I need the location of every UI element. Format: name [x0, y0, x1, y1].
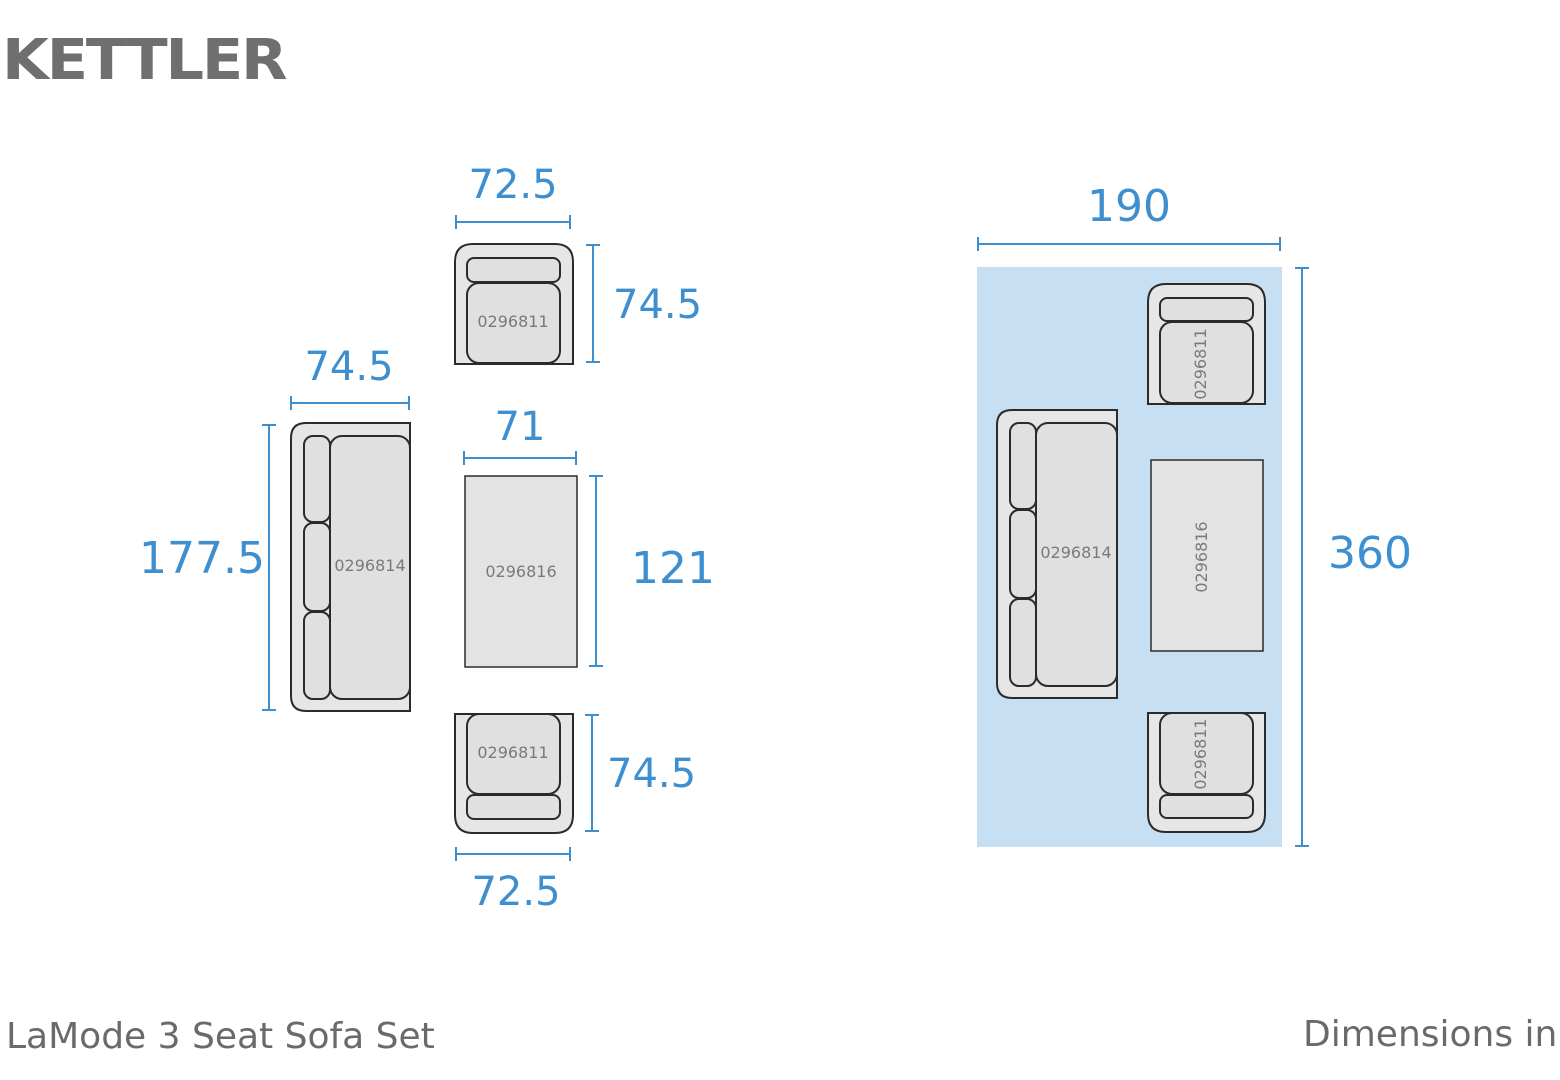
table-length: 121 [631, 543, 715, 594]
sofa-width-dimension: 74.5 [290, 344, 410, 410]
chair-top-depth: 74.5 [613, 282, 702, 328]
sofa-code: 0296814 [334, 556, 405, 575]
chair-bottom-width-dimension: 72.5 [455, 847, 571, 915]
chair-top-code: 0296811 [477, 312, 548, 331]
total-width-dimension: 190 [977, 181, 1281, 251]
layout-chair-bottom-code: 0296811 [1191, 718, 1210, 789]
chair-top-width-dimension: 72.5 [455, 162, 571, 229]
chair-bottom-width: 72.5 [471, 869, 560, 915]
chair-bottom-depth-dimension: 74.5 [585, 714, 696, 832]
layout-coffee-table: 0296816 [1150, 459, 1264, 652]
table-code: 0296816 [485, 562, 556, 581]
layout-sofa: 0296814 [996, 409, 1118, 699]
sofa-length: 177.5 [139, 533, 265, 584]
layout-table-code: 0296816 [1192, 521, 1211, 592]
total-length-dimension: 360 [1295, 267, 1412, 847]
sofa-width: 74.5 [304, 344, 393, 390]
table-length-dimension: 121 [589, 475, 715, 667]
chair-top-depth-dimension: 74.5 [586, 244, 702, 363]
chair-bottom-code: 0296811 [477, 743, 548, 762]
total-width: 190 [1087, 181, 1171, 232]
chair-top: 0296811 [454, 243, 574, 365]
chair-bottom-depth: 74.5 [607, 751, 696, 797]
product-title: LaMode 3 Seat Sofa Set [6, 1016, 435, 1057]
layout-chair-top: 0296811 [1147, 283, 1266, 405]
kettler-logo: KETTLER [2, 28, 288, 93]
sofa-length-dimension: 177.5 [139, 424, 276, 711]
layout-sofa-code: 0296814 [1040, 543, 1111, 562]
total-length: 360 [1328, 528, 1412, 579]
sofa: 0296814 [290, 422, 411, 712]
table-width-dimension: 71 [463, 404, 577, 465]
coffee-table: 0296816 [464, 475, 578, 668]
units-label: Dimensions in cm [1303, 1014, 1560, 1055]
table-width: 71 [495, 404, 546, 450]
chair-top-width: 72.5 [468, 162, 557, 208]
chair-bottom: 0296811 [454, 713, 574, 834]
layout-chair-top-code: 0296811 [1191, 328, 1210, 399]
layout-chair-bottom: 0296811 [1147, 712, 1266, 833]
